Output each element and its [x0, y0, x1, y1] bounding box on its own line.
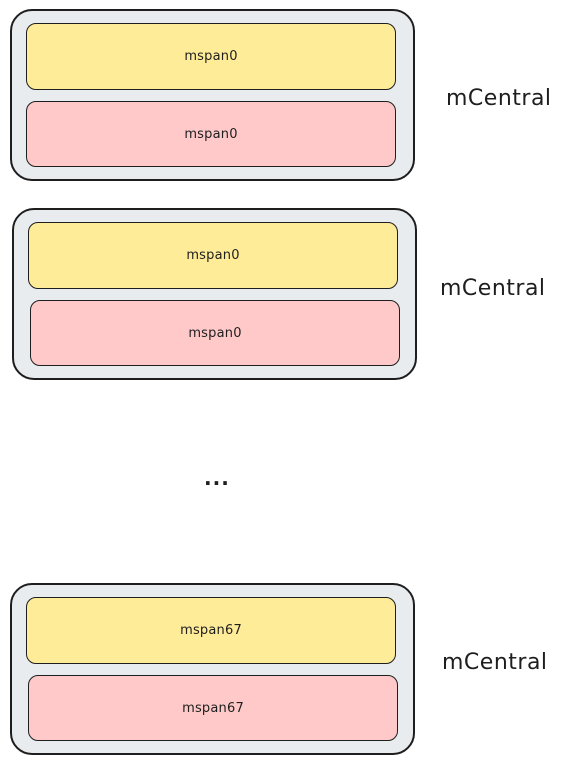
- mspan-box-top: mspan0: [26, 23, 396, 90]
- mspan-box-bottom: mspan0: [26, 101, 396, 167]
- mcentral-label: mCentral: [442, 650, 548, 675]
- mspan-label: mspan0: [184, 49, 238, 64]
- mspan-label: mspan67: [180, 623, 242, 638]
- mspan-box-bottom: mspan67: [28, 675, 398, 741]
- mspan-label: mspan0: [184, 126, 238, 142]
- mspan-box-top: mspan0: [28, 222, 398, 289]
- mspan-box-bottom: mspan0: [30, 300, 400, 366]
- mcentral-container-1: mspan0 mspan0: [10, 9, 415, 181]
- mcentral-label: mCentral: [440, 276, 546, 301]
- mspan-label: mspan0: [186, 248, 240, 263]
- mcentral-label: mCentral: [446, 86, 552, 111]
- mcentral-container-2: mspan0 mspan0: [12, 208, 417, 380]
- mspan-label: mspan67: [182, 700, 244, 716]
- mspan-label: mspan0: [188, 325, 242, 341]
- ellipsis: ...: [204, 466, 230, 490]
- mspan-box-top: mspan67: [26, 597, 396, 664]
- mcentral-container-3: mspan67 mspan67: [10, 583, 415, 755]
